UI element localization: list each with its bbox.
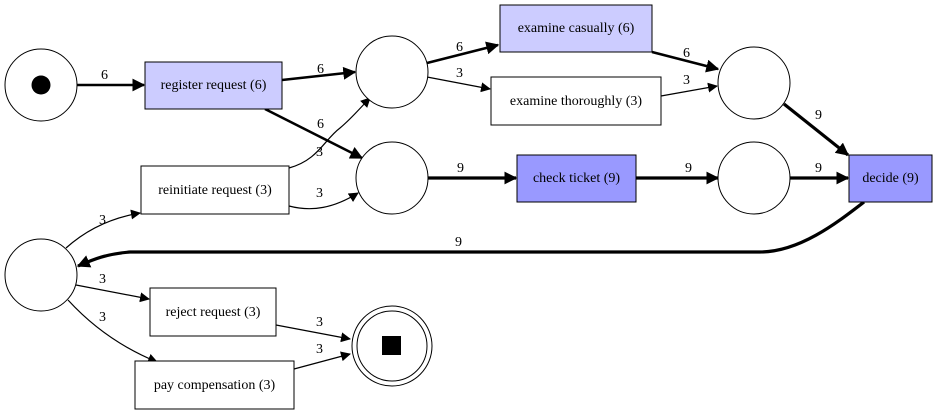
edges <box>65 41 865 370</box>
transition-pay-compensation: pay compensation (3) <box>134 360 295 410</box>
edge-p1-thoroughly <box>426 76 491 93</box>
svg-text:reinitiate request (3): reinitiate request (3) <box>158 183 272 198</box>
edge-label-p5-pay: 3 <box>99 310 106 325</box>
edge-label-reinitiate-p1: 3 <box>316 145 323 160</box>
edge-register-p1 <box>281 66 357 82</box>
edge-label-decide-p5: 9 <box>455 235 462 250</box>
place-p1 <box>355 35 429 109</box>
place-start <box>4 48 78 122</box>
svg-text:reject request (3): reject request (3) <box>166 305 261 320</box>
place-p3 <box>717 46 791 120</box>
places <box>4 35 791 387</box>
transition-register-request: register request (6) <box>144 61 283 110</box>
transition-examine-casually: examine casually (6) <box>499 4 653 53</box>
edge-label-register-p2: 6 <box>317 117 324 132</box>
edge-label-start-register: 6 <box>101 68 108 83</box>
svg-text:decide (9): decide (9) <box>862 171 919 186</box>
start-token-icon <box>31 75 51 95</box>
transition-check-ticket: check ticket (9) <box>516 154 637 203</box>
transition-examine-thoroughly: examine thoroughly (3) <box>490 76 662 126</box>
edge-label-p4-decide: 9 <box>815 161 822 176</box>
svg-text:examine thoroughly (3): examine thoroughly (3) <box>510 94 643 109</box>
svg-text:check ticket (9): check ticket (9) <box>533 171 620 186</box>
transition-reject-request: reject request (3) <box>149 287 277 337</box>
edge-label-p1-casually: 6 <box>456 40 463 55</box>
edge-label-check-p4: 9 <box>685 161 692 176</box>
edge-thoroughly-p3 <box>660 82 718 97</box>
edge-reinitiate-p2 <box>288 192 359 210</box>
edge-label-p1-thoroughly: 3 <box>456 66 463 81</box>
end-token-icon <box>382 336 401 355</box>
edge-reject-end <box>275 324 351 343</box>
edge-label-p5-reject: 3 <box>99 272 106 287</box>
edge-label-register-p1: 6 <box>317 62 324 77</box>
place-p2 <box>355 141 429 215</box>
edge-decide-p5 <box>76 200 865 268</box>
edge-label-reject-end: 3 <box>316 315 323 330</box>
transition-reinitiate-request: reinitiate request (3) <box>140 165 290 215</box>
svg-text:register request (6): register request (6) <box>161 78 267 93</box>
place-p4 <box>717 141 791 215</box>
edge-label-reinitiate-p2: 3 <box>316 186 323 201</box>
place-p5 <box>4 238 78 312</box>
edge-p5-reinitiate <box>65 209 141 249</box>
edge-label-pay-end: 3 <box>316 342 323 357</box>
edge-label-p3-decide: 9 <box>815 108 822 123</box>
svg-text:examine casually (6): examine casually (6) <box>518 21 635 36</box>
transition-decide: decide (9) <box>848 154 933 203</box>
edge-label-thoroughly-p3: 3 <box>683 73 690 88</box>
edge-label-p5-reinitiate: 3 <box>99 213 106 228</box>
edge-p3-decide <box>783 102 850 157</box>
edge-label-p2-check: 9 <box>457 161 464 176</box>
edge-reinitiate-p1 <box>288 97 371 169</box>
svg-text:pay compensation (3): pay compensation (3) <box>154 378 276 393</box>
place-end <box>351 305 433 387</box>
edge-p5-reject <box>75 284 150 303</box>
edge-register-p2 <box>264 107 364 160</box>
edge-pay-end <box>293 351 351 370</box>
edge-casually-p3 <box>651 50 720 73</box>
edge-p1-casually <box>426 41 500 65</box>
edge-p5-pay <box>67 299 158 364</box>
transitions: register request (6) examine casually (6… <box>134 4 933 410</box>
edge-label-casually-p3: 6 <box>683 46 690 61</box>
edge-labels: 6 6 6 6 3 6 3 9 3 3 9 9 9 9 3 3 3 3 3 <box>99 40 822 357</box>
